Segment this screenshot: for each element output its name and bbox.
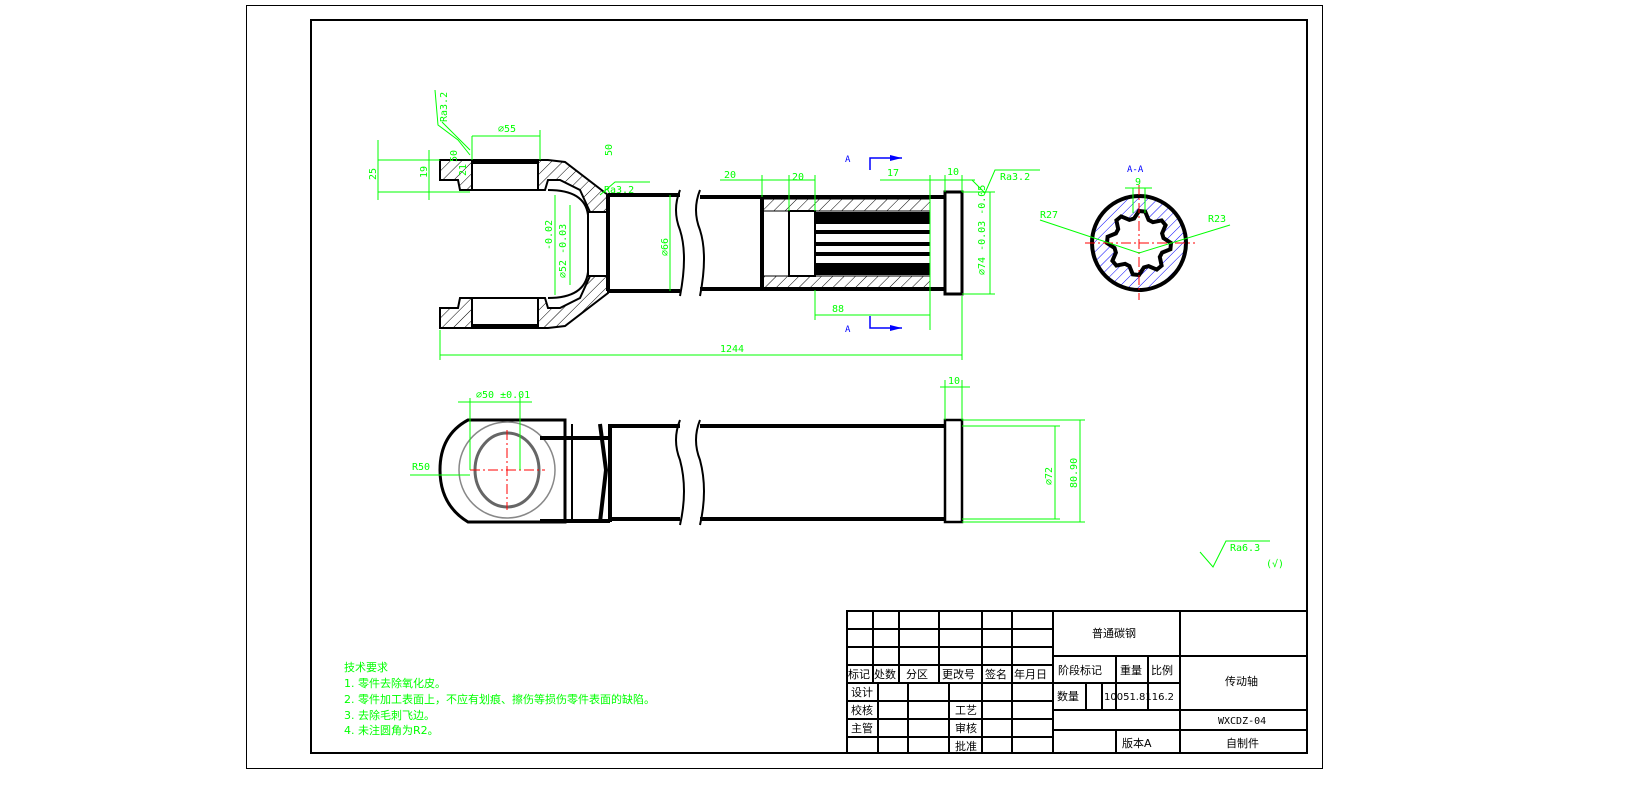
dim-20b: 20: [792, 172, 804, 183]
label-process: 工艺: [955, 704, 977, 717]
title-block: 标记 处数 分区 更改号 签名 年月日 设计 校核 工艺 主管 审核 批准 普通…: [846, 610, 1308, 754]
version: 版本A: [1122, 736, 1152, 750]
weight-scale-values: 10051.8116.2: [1104, 692, 1174, 703]
part-name: 传动轴: [1225, 674, 1258, 688]
break-line-right: [695, 189, 705, 297]
section-mark-a-top: A: [845, 155, 851, 165]
tech-req-item: 4. 未注圆角为R2。: [344, 723, 439, 737]
ra-fork-inner: Ra3.2: [604, 185, 634, 196]
header-signature: 签名: [985, 667, 1007, 681]
dim-dia-50: ⌀50 ±0.01: [476, 390, 530, 401]
label-design: 设计: [851, 686, 873, 699]
dim-17: 17: [887, 168, 899, 179]
header-date: 年月日: [1014, 667, 1047, 681]
dim-dia-52: ⌀52 -0.03: [558, 224, 569, 278]
dim-19: 19: [419, 166, 430, 178]
dim-r50: R50: [412, 462, 430, 473]
label-supervisor: 主管: [851, 721, 873, 735]
label-weight: 重量: [1120, 663, 1142, 677]
header-zone: 分区: [906, 668, 928, 681]
dim-r27: R27: [1040, 210, 1058, 221]
header-count: 处数: [874, 668, 896, 681]
ra-fork-top: Ra3.2: [439, 92, 450, 122]
label-quantity: 数量: [1057, 690, 1079, 703]
ra-end: Ra3.2: [1000, 172, 1030, 183]
tech-req-title: 技术要求: [344, 661, 388, 674]
tech-requirements: 技术要求 1. 零件去除氧化皮。 2. 零件加工表面上，不应有划痕、擦伤等损伤零…: [344, 661, 655, 737]
label-approve: 批准: [955, 739, 977, 753]
make-type: 自制件: [1226, 737, 1259, 750]
spline-teeth: [815, 212, 930, 275]
roughness-note: (√): [1266, 558, 1284, 570]
dim-80-90: 80.90: [1069, 458, 1080, 488]
label-scale: 比例: [1151, 663, 1173, 677]
dim-r23: R23: [1208, 214, 1226, 225]
fork-bore-lower: [471, 297, 539, 329]
label-stage-mark: 阶段标记: [1058, 663, 1102, 677]
header-mark: 标记: [848, 667, 870, 681]
dim-20a: 20: [724, 170, 736, 181]
material: 普通碳钢: [1092, 626, 1136, 640]
dim-10: 10: [947, 167, 959, 178]
front-view: Ra3.2 ⌀55 25 19 50 21 50 Ra3.2 ⌀52 -0.03…: [368, 89, 1040, 360]
dim-dia-72: ⌀72: [1044, 467, 1055, 485]
general-roughness-symbol: Ra6.3 (√): [1199, 540, 1284, 570]
section-title: A-A: [1127, 165, 1144, 175]
section-a-a: A-A 9 R27 R23: [1039, 165, 1231, 300]
dim-dia-66: ⌀66: [660, 238, 671, 256]
label-review: 审核: [955, 721, 977, 735]
dim-50b: 50: [604, 144, 615, 156]
dim-88: 88: [832, 304, 844, 315]
tech-req-item: 1. 零件去除氧化皮。: [344, 676, 446, 690]
tech-req-item: 3. 去除毛刺飞边。: [344, 708, 435, 722]
inner-frame: [310, 19, 1308, 754]
dim-25: 25: [368, 168, 379, 180]
header-change-no: 更改号: [942, 667, 975, 681]
dim-dia-74: ⌀74 -0.03 -0.05: [977, 185, 988, 275]
roughness-value: Ra6.3: [1230, 543, 1260, 554]
dim-10-bottom: 10: [948, 376, 960, 387]
dim-21: 21: [458, 164, 469, 176]
dim-9: 9: [1135, 177, 1141, 188]
dim-dia-55: ⌀55: [498, 124, 516, 135]
tech-req-item: 2. 零件加工表面上，不应有划痕、擦伤等损伤零件表面的缺陷。: [344, 692, 655, 706]
fork-bore-upper: [471, 159, 539, 191]
break-line-left: [675, 189, 685, 297]
dim-1244: 1244: [720, 344, 744, 355]
section-mark-a-bottom: A: [845, 325, 851, 335]
dim-50a: 50: [449, 150, 460, 162]
outer-frame: [246, 5, 1323, 769]
label-check: 校核: [851, 703, 873, 717]
end-flange: [943, 190, 964, 296]
dim-dia-52-tol: -0.02: [544, 220, 555, 250]
drawing-number: WXCDZ-04: [1218, 716, 1266, 727]
bottom-view: ⌀50 ±0.01 10 R50 ⌀72 80.90: [410, 376, 1085, 526]
